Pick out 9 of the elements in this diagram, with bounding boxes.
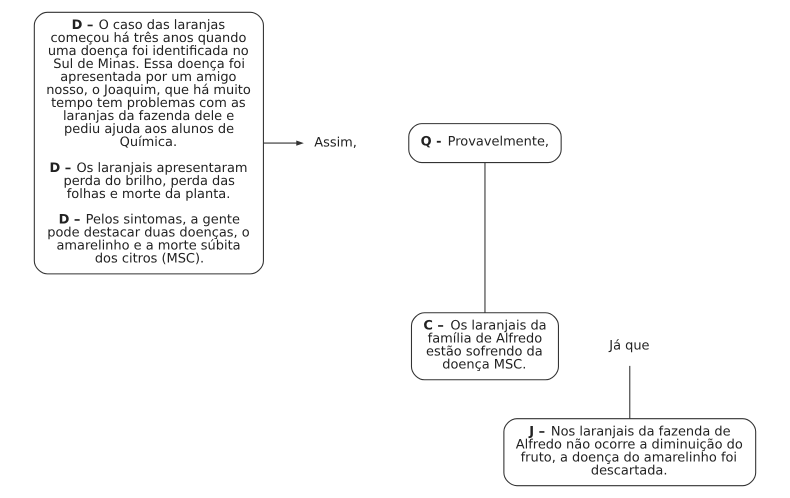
connector xyxy=(484,162,486,313)
arrow xyxy=(264,140,304,146)
node-box: Q - Provavelmente, xyxy=(408,123,562,164)
node-text: Já que xyxy=(609,338,650,354)
node-box: C – Os laranjais da família de Alfredo estão sofrendo da doença MSC. xyxy=(410,312,559,380)
node-box: J – Nos laranjais da fazenda de Alfredo não ocorre a diminuição do fruto, a doença do amarelinho foi descartada. xyxy=(503,418,756,486)
connector xyxy=(629,366,630,418)
node-box: D – O caso das laranjas começou há três anos quando uma doença foi identificada no Sul de Minas. Essa doença foi apresentada por um amigo nosso, o Joaquim, que há muito tempo tem problemas com as laranjas da fazenda dele e pediu ajuda aos alunos de Química. D – Os laranjais apresentaram perda do brilho, perda das folhas e morte da planta. D – Pelos sintomas, a gente pode destacar duas doenças, o amarelinho e a morte súbita dos citros (MSC). xyxy=(34,12,264,274)
node-text: Assim, xyxy=(314,135,357,150)
